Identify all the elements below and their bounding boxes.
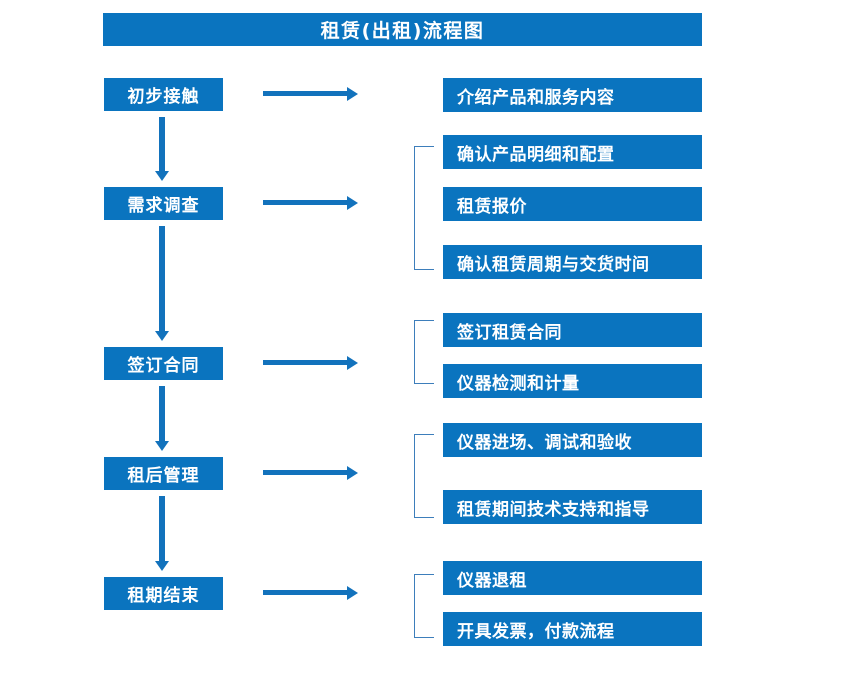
- detail-box-instrument-return[interactable]: 仪器退租: [443, 561, 702, 595]
- detail-box-sign-rental-contract[interactable]: 签订租赁合同: [443, 313, 702, 347]
- detail-box-invoice-payment[interactable]: 开具发票，付款流程: [443, 612, 702, 646]
- stage-box-sign-contract[interactable]: 签订合同: [104, 347, 223, 380]
- branch-arrow-right-1: [263, 87, 358, 101]
- group-bracket-rental-end: [414, 574, 434, 638]
- stage-box-needs-survey[interactable]: 需求调查: [104, 187, 223, 220]
- detail-box-instrument-testing[interactable]: 仪器检测和计量: [443, 364, 702, 398]
- group-bracket-post-rental-mgmt: [414, 434, 434, 518]
- flow-arrow-down-2: [155, 226, 169, 341]
- stage-box-post-rental-mgmt[interactable]: 租后管理: [104, 457, 223, 490]
- flow-arrow-down-1: [155, 117, 169, 181]
- group-bracket-sign-contract: [414, 320, 434, 384]
- detail-box-confirm-spec[interactable]: 确认产品明细和配置: [443, 135, 702, 169]
- flow-arrow-down-4: [155, 496, 169, 571]
- branch-arrow-right-2: [263, 196, 358, 210]
- branch-arrow-right-3: [263, 356, 358, 370]
- detail-box-confirm-period[interactable]: 确认租赁周期与交货时间: [443, 245, 702, 279]
- flow-arrow-down-3: [155, 386, 169, 451]
- detail-box-intro-products[interactable]: 介绍产品和服务内容: [443, 78, 702, 112]
- stage-box-initial-contact[interactable]: 初步接触: [104, 78, 223, 111]
- stage-box-rental-end[interactable]: 租期结束: [104, 577, 223, 610]
- branch-arrow-right-4: [263, 466, 358, 480]
- detail-box-technical-support[interactable]: 租赁期间技术支持和指导: [443, 490, 702, 524]
- group-bracket-needs-survey: [414, 146, 434, 270]
- detail-box-instrument-delivery[interactable]: 仪器进场、调试和验收: [443, 423, 702, 457]
- detail-box-rental-quote[interactable]: 租赁报价: [443, 187, 702, 221]
- branch-arrow-right-5: [263, 586, 358, 600]
- diagram-title: 租赁(出租)流程图: [103, 13, 702, 46]
